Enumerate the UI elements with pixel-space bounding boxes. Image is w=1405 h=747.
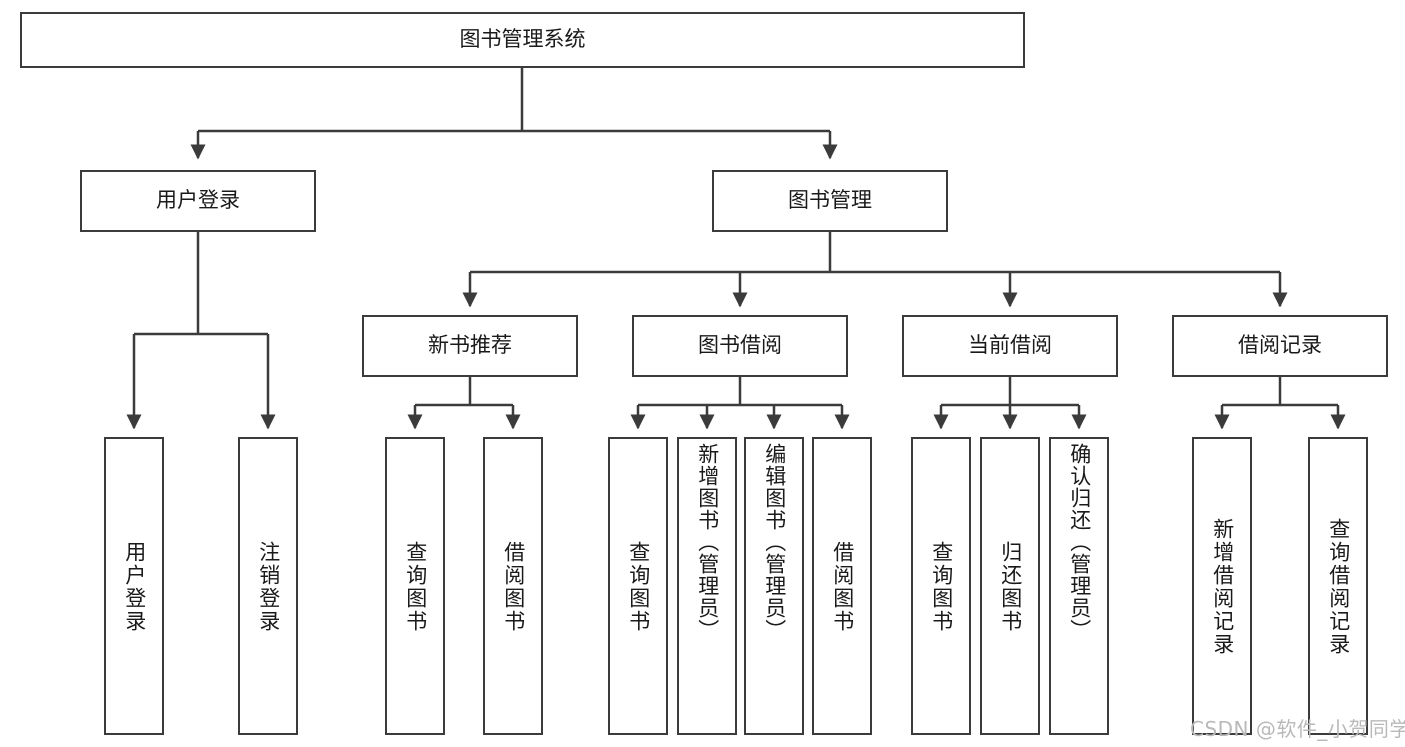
node-new-book-recommend[interactable]: 新书推荐 xyxy=(362,315,578,377)
node-borrow-records[interactable]: 借阅记录 xyxy=(1172,315,1388,377)
leaf-edit-book-admin[interactable]: 编辑图书（管理员） xyxy=(744,437,804,735)
node-user-login-label: 用户登录 xyxy=(156,188,240,213)
node-book-management[interactable]: 图书管理 xyxy=(712,170,948,232)
leaf-return-book-label: 归还图书 xyxy=(998,541,1023,633)
leaf-query-borrow-record-label: 查询借阅记录 xyxy=(1326,518,1351,656)
leaf-query-book-current[interactable]: 查询图书 xyxy=(911,437,971,735)
leaf-borrow-book-borrow[interactable]: 借阅图书 xyxy=(812,437,872,735)
node-book-borrow-label: 图书借阅 xyxy=(698,333,782,358)
node-new-book-recommend-label: 新书推荐 xyxy=(428,333,512,358)
leaf-user-login-label: 用户登录 xyxy=(122,541,147,633)
leaf-query-borrow-record[interactable]: 查询借阅记录 xyxy=(1308,437,1368,735)
leaf-add-borrow-record[interactable]: 新增借阅记录 xyxy=(1192,437,1252,735)
leaf-edit-book-admin-label: 编辑图书（管理员） xyxy=(762,443,787,641)
leaf-add-book-admin-label: 新增图书（管理员） xyxy=(695,443,720,641)
leaf-add-borrow-record-label: 新增借阅记录 xyxy=(1210,518,1235,656)
leaf-logout[interactable]: 注销登录 xyxy=(238,437,298,735)
leaf-borrow-book-borrow-label: 借阅图书 xyxy=(830,541,855,633)
watermark: CSDN @软件_小贺同学 xyxy=(1190,717,1405,741)
leaf-add-book-admin[interactable]: 新增图书（管理员） xyxy=(677,437,737,735)
leaf-logout-label: 注销登录 xyxy=(256,541,281,633)
node-current-borrow[interactable]: 当前借阅 xyxy=(902,315,1118,377)
node-current-borrow-label: 当前借阅 xyxy=(968,333,1052,358)
leaf-borrow-book-recommend-label: 借阅图书 xyxy=(501,541,526,633)
node-borrow-records-label: 借阅记录 xyxy=(1238,333,1322,358)
leaf-query-book-current-label: 查询图书 xyxy=(929,541,954,633)
leaf-query-book-borrow[interactable]: 查询图书 xyxy=(608,437,668,735)
node-user-login[interactable]: 用户登录 xyxy=(80,170,316,232)
node-book-management-label: 图书管理 xyxy=(788,188,872,213)
leaf-query-book-recommend-label: 查询图书 xyxy=(403,541,428,633)
leaf-query-book-recommend[interactable]: 查询图书 xyxy=(385,437,445,735)
leaf-return-book[interactable]: 归还图书 xyxy=(980,437,1040,735)
node-root-label: 图书管理系统 xyxy=(459,27,586,52)
leaf-query-book-borrow-label: 查询图书 xyxy=(626,541,651,633)
leaf-borrow-book-recommend[interactable]: 借阅图书 xyxy=(483,437,543,735)
leaf-user-login[interactable]: 用户登录 xyxy=(104,437,164,735)
node-book-borrow[interactable]: 图书借阅 xyxy=(632,315,848,377)
node-root[interactable]: 图书管理系统 xyxy=(20,12,1025,68)
leaf-confirm-return-admin-label: 确认归还（管理员） xyxy=(1067,443,1092,641)
leaf-confirm-return-admin[interactable]: 确认归还（管理员） xyxy=(1049,437,1109,735)
